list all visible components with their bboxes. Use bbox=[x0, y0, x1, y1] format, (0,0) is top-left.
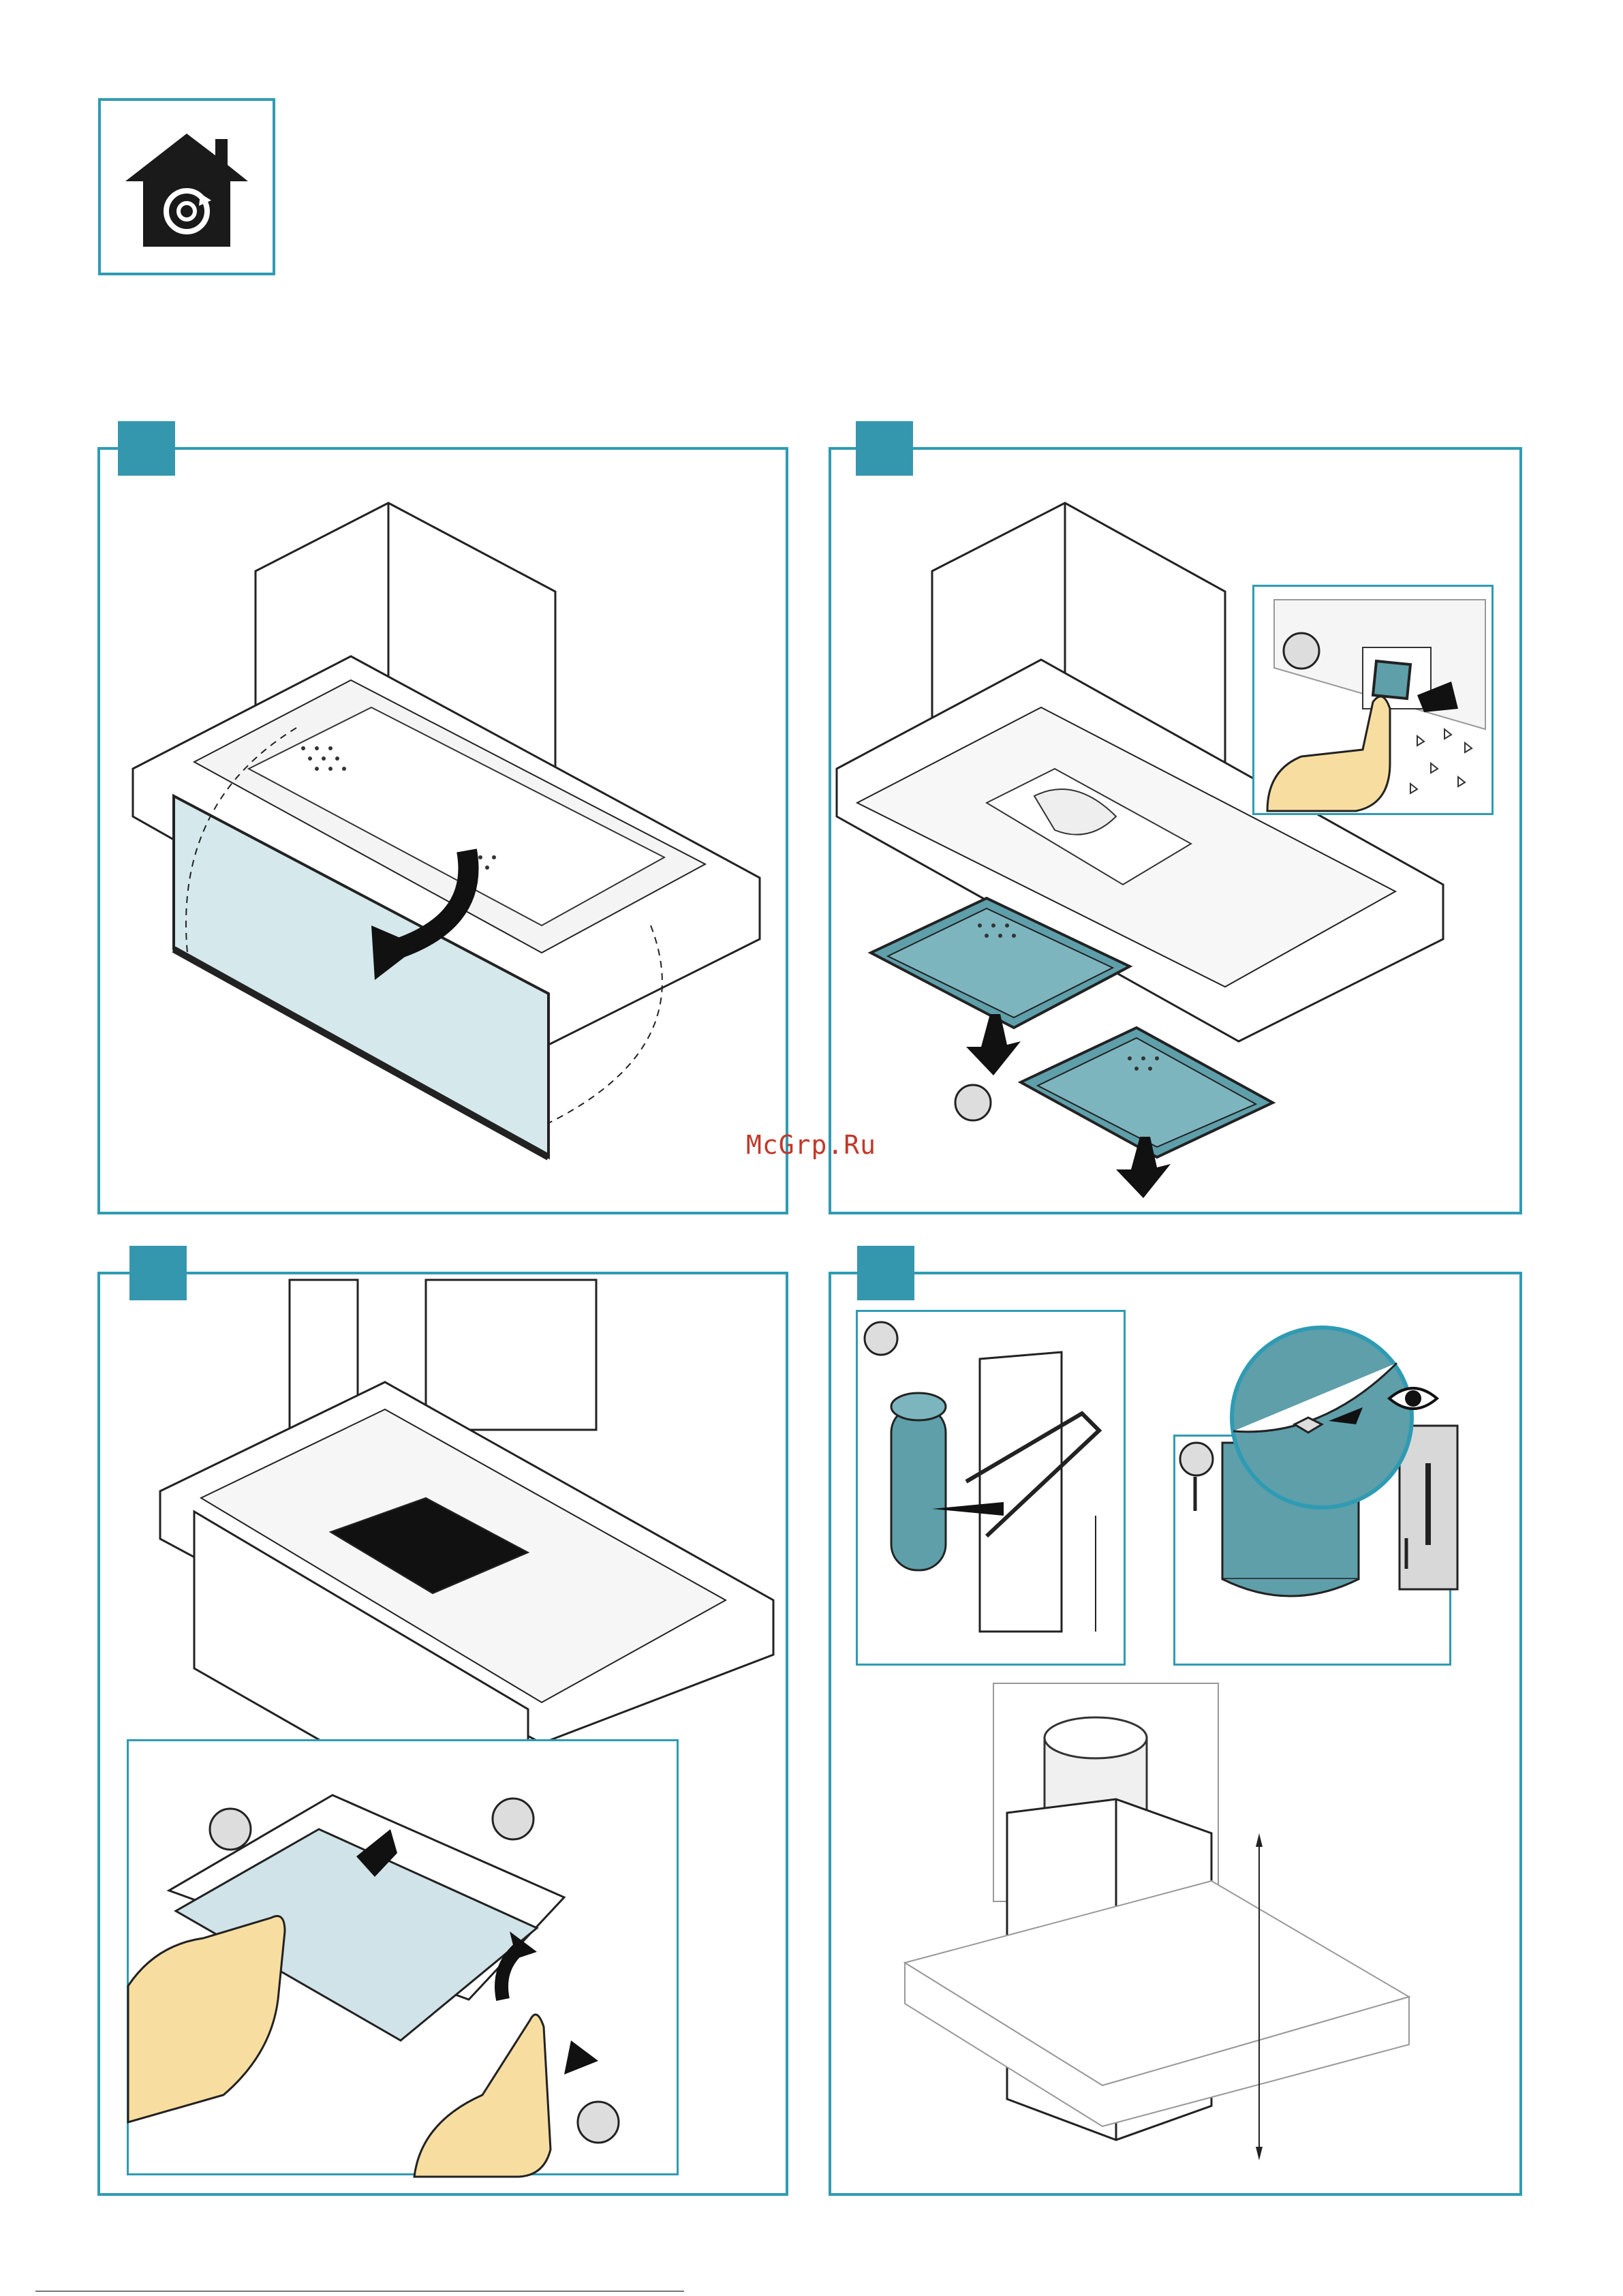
panel-3-detail-illustration bbox=[128, 1741, 677, 2174]
panel-2-detail-illustration bbox=[1254, 586, 1492, 814]
watermark-text: McGrp.Ru bbox=[746, 1130, 876, 1160]
footer-rule bbox=[35, 2291, 684, 2292]
home-service-icon bbox=[98, 98, 275, 275]
panel-4-inset-a-illustration bbox=[857, 1311, 1124, 1664]
panel-3-illustration bbox=[99, 1273, 787, 1750]
panel-4-main-illustration bbox=[830, 1663, 1518, 2194]
eye-icon bbox=[1386, 1378, 1440, 1419]
panel-2-illustration bbox=[830, 448, 1518, 1212]
header-icon-box bbox=[98, 98, 275, 275]
panel-4-tab bbox=[857, 1246, 914, 1300]
panel-1-illustration bbox=[99, 448, 787, 1212]
